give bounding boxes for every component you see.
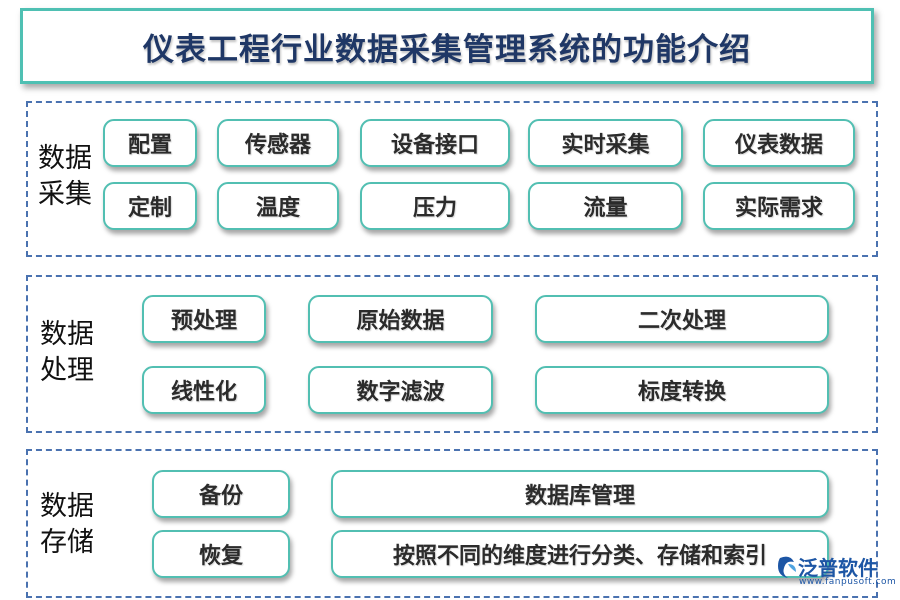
node-raw-data: 原始数据 [308, 295, 493, 343]
section-label-processing: 数据 处理 [40, 319, 94, 386]
logo-name: 泛普软件 [798, 556, 878, 580]
node-classify-store-index: 按照不同的维度进行分类、存储和索引 [331, 530, 829, 578]
section-data-storage: 数据 存储 [26, 449, 878, 598]
node-sensor: 传感器 [217, 119, 339, 167]
node-actual-demand: 实际需求 [703, 182, 855, 230]
fanpu-logo: 泛普软件 www.fanpusoft.com [776, 552, 897, 596]
node-secondary-process: 二次处理 [535, 295, 829, 343]
node-config: 配置 [103, 119, 197, 167]
node-database-management: 数据库管理 [331, 470, 829, 518]
node-flow: 流量 [528, 182, 683, 230]
node-instrument-data: 仪表数据 [703, 119, 855, 167]
node-linearization: 线性化 [142, 366, 266, 414]
section-data-processing: 数据 处理 [26, 275, 878, 433]
node-pressure: 压力 [360, 182, 510, 230]
section-label-storage: 数据 存储 [40, 491, 94, 558]
fanpu-logo-icon [778, 556, 796, 578]
node-scale-conversion: 标度转换 [535, 366, 829, 414]
node-realtime-collection: 实时采集 [528, 119, 683, 167]
diagram-title: 仪表工程行业数据采集管理系统的功能介绍 [143, 31, 751, 68]
section-data-collection: 数据 采集 [26, 101, 878, 257]
node-restore: 恢复 [152, 530, 290, 578]
node-preprocess: 预处理 [142, 295, 266, 343]
section-label-collection: 数据 采集 [38, 143, 92, 210]
title-box: 仪表工程行业数据采集管理系统的功能介绍 [20, 8, 874, 84]
node-digital-filter: 数字滤波 [308, 366, 493, 414]
node-temperature: 温度 [217, 182, 339, 230]
node-customize: 定制 [103, 182, 197, 230]
node-device-interface: 设备接口 [360, 119, 510, 167]
node-backup: 备份 [152, 470, 290, 518]
logo-url: www.fanpusoft.com [799, 577, 897, 587]
